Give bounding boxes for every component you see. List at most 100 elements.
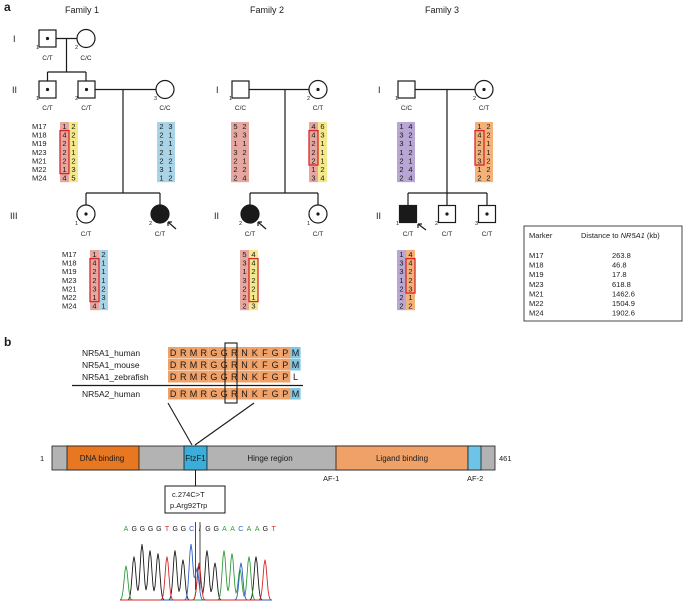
svg-text:2: 2 bbox=[399, 165, 403, 174]
svg-text:4: 4 bbox=[320, 174, 324, 183]
aa-cell bbox=[280, 347, 291, 359]
svg-text:1: 1 bbox=[486, 148, 490, 157]
svg-text:1: 1 bbox=[477, 165, 481, 174]
aa-cell bbox=[188, 371, 199, 383]
svg-text:2: 2 bbox=[239, 221, 242, 227]
svg-text:2: 2 bbox=[486, 165, 490, 174]
svg-text:1: 1 bbox=[477, 122, 481, 131]
svg-text:1: 1 bbox=[395, 96, 398, 102]
aa-cell bbox=[280, 388, 291, 400]
svg-text:2: 2 bbox=[251, 284, 255, 293]
svg-text:1: 1 bbox=[92, 293, 96, 302]
ligand-binding-domain bbox=[335, 445, 469, 471]
svg-text:3: 3 bbox=[168, 122, 172, 131]
svg-text:2: 2 bbox=[311, 139, 315, 148]
table-row-distance: 1504.9 bbox=[612, 299, 635, 308]
aa-letter: N bbox=[241, 389, 248, 399]
svg-text:3: 3 bbox=[242, 276, 246, 285]
svg-text:2: 2 bbox=[92, 267, 96, 276]
svg-text:2: 2 bbox=[399, 302, 403, 311]
aa-cell bbox=[219, 371, 230, 383]
svg-text:1: 1 bbox=[101, 276, 105, 285]
svg-text:2: 2 bbox=[168, 156, 172, 165]
svg-text:2: 2 bbox=[242, 122, 246, 131]
svg-text:1: 1 bbox=[168, 148, 172, 157]
table-row-distance: 1462.6 bbox=[612, 289, 635, 298]
aa-letter: K bbox=[252, 372, 258, 382]
f3-gen-II-label: II bbox=[376, 211, 381, 221]
aa-letter: G bbox=[272, 372, 279, 382]
svg-text:1: 1 bbox=[242, 139, 246, 148]
base-call: C bbox=[238, 526, 243, 533]
svg-text:C/T: C/T bbox=[313, 105, 324, 112]
base-call: G bbox=[172, 526, 177, 533]
table-row-marker: M24 bbox=[529, 309, 544, 318]
aa-cell bbox=[229, 371, 240, 383]
svg-text:2: 2 bbox=[486, 156, 490, 165]
protein-schematic: 1 DNA binding FtzF1 Hinge region Ligand … bbox=[40, 445, 512, 483]
mutation-box bbox=[164, 485, 226, 514]
svg-text:1: 1 bbox=[92, 250, 96, 259]
svg-text:2: 2 bbox=[233, 165, 237, 174]
svg-text:C/T: C/T bbox=[42, 55, 53, 62]
species-human: NR5A1_human bbox=[82, 348, 140, 358]
base-call: G bbox=[148, 526, 153, 533]
aa-letter: R bbox=[180, 389, 187, 399]
aa-cell bbox=[219, 347, 230, 359]
svg-text:2: 2 bbox=[62, 156, 66, 165]
svg-text:3: 3 bbox=[399, 139, 403, 148]
aa-cell bbox=[290, 359, 301, 371]
svg-text:4: 4 bbox=[92, 302, 96, 311]
af2-domain bbox=[467, 445, 482, 471]
svg-text:2: 2 bbox=[399, 284, 403, 293]
aa-letter: G bbox=[221, 360, 228, 370]
svg-text:1: 1 bbox=[71, 139, 75, 148]
svg-text:4: 4 bbox=[408, 250, 412, 259]
aa-cell bbox=[249, 388, 260, 400]
svg-text:2: 2 bbox=[320, 165, 324, 174]
aa-letter: D bbox=[170, 348, 177, 358]
aa-letter: R bbox=[231, 389, 238, 399]
aa-cell bbox=[208, 388, 219, 400]
aa-cell bbox=[239, 371, 250, 383]
svg-text:2: 2 bbox=[477, 174, 481, 183]
f2-gen-II-label: II bbox=[214, 211, 219, 221]
aa-cell bbox=[198, 359, 209, 371]
aa-letter: G bbox=[221, 389, 228, 399]
marker-label: M19 bbox=[32, 139, 47, 148]
svg-text:3: 3 bbox=[242, 259, 246, 268]
svg-text:1: 1 bbox=[408, 293, 412, 302]
svg-text:Ligand binding: Ligand binding bbox=[376, 454, 428, 463]
svg-text:3: 3 bbox=[399, 259, 403, 268]
aa-letter: F bbox=[262, 389, 268, 399]
svg-text:3: 3 bbox=[320, 131, 324, 140]
svg-text:2: 2 bbox=[408, 267, 412, 276]
aa-cell bbox=[239, 388, 250, 400]
aa-cell bbox=[259, 359, 270, 371]
svg-text:2: 2 bbox=[159, 131, 163, 140]
svg-text:2: 2 bbox=[168, 174, 172, 183]
aa-cell bbox=[188, 347, 199, 359]
svg-text:C/T: C/T bbox=[155, 231, 166, 238]
svg-text:1: 1 bbox=[320, 156, 324, 165]
svg-text:2: 2 bbox=[233, 156, 237, 165]
base-call: A bbox=[222, 526, 227, 533]
svg-text:1: 1 bbox=[311, 165, 315, 174]
aa-letter: P bbox=[282, 360, 288, 370]
mutation-cdna: c.274C>T bbox=[172, 490, 205, 499]
mutation-protein: p.Arg92Trp bbox=[170, 501, 207, 510]
aa-cell bbox=[168, 359, 179, 371]
svg-text:2: 2 bbox=[149, 221, 152, 227]
species-nr5a2: NR5A2_human bbox=[82, 389, 140, 399]
aa-cell bbox=[249, 347, 260, 359]
svg-text:2: 2 bbox=[408, 276, 412, 285]
svg-text:C/T: C/T bbox=[442, 231, 453, 238]
svg-text:4: 4 bbox=[408, 165, 412, 174]
svg-text:3: 3 bbox=[477, 156, 481, 165]
svg-text:C/C: C/C bbox=[159, 105, 171, 112]
svg-text:2: 2 bbox=[477, 148, 481, 157]
